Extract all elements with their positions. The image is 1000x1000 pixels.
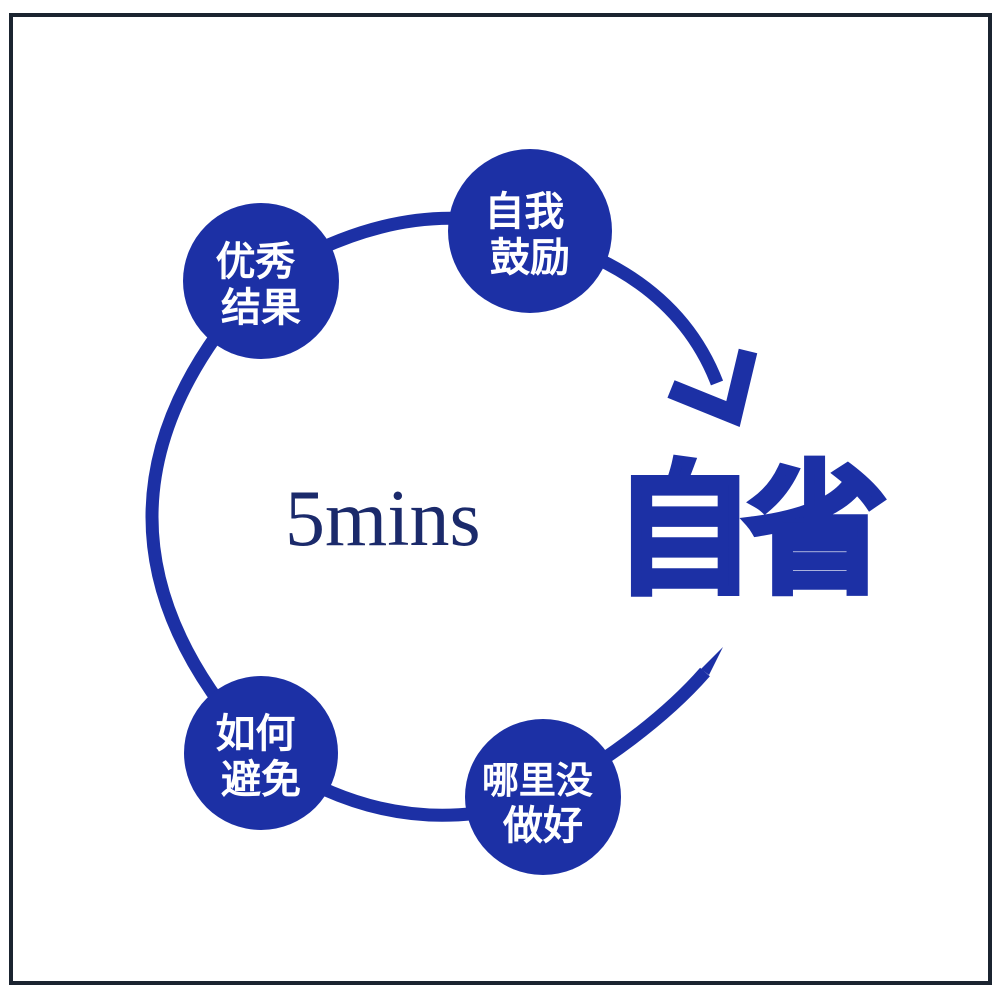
node-circle — [183, 203, 339, 359]
node-label: 优秀 结果 — [215, 240, 306, 330]
node-label-line1: 哪里没 — [482, 760, 593, 801]
node-label-line1: 如何 — [215, 712, 295, 756]
node-circle — [465, 719, 621, 875]
node-circle — [448, 149, 612, 313]
node-label-line2: 鼓励 — [490, 236, 570, 280]
node-label-line1: 自我 — [484, 190, 564, 234]
frame-border — [9, 13, 992, 985]
flow-arrow-shaft — [593, 252, 724, 386]
node-self-encouragement: 自我 鼓励 — [448, 149, 612, 313]
node-label-line2: 避免 — [221, 758, 301, 802]
node-excellent-results: 优秀 结果 — [183, 203, 339, 359]
node-how-to-avoid: 如何 避免 — [184, 676, 338, 830]
flow-arrow-head — [667, 348, 758, 427]
node-label-line2: 做好 — [502, 804, 583, 848]
node-circle — [184, 676, 338, 830]
flow-arrow-icon — [593, 252, 758, 427]
node-where-not-done-well: 哪里没 做好 — [465, 719, 621, 875]
node-label-line2: 结果 — [221, 286, 301, 330]
center-duration-label: 5mins — [285, 475, 481, 563]
diagram-title: 自省 — [613, 452, 883, 611]
node-label: 哪里没 做好 — [482, 758, 604, 848]
node-label: 如何 避免 — [215, 712, 306, 802]
node-label: 自我 鼓励 — [484, 190, 575, 280]
node-label-line1: 优秀 — [215, 240, 295, 284]
cycle-ring-tapered-tip — [701, 647, 723, 675]
